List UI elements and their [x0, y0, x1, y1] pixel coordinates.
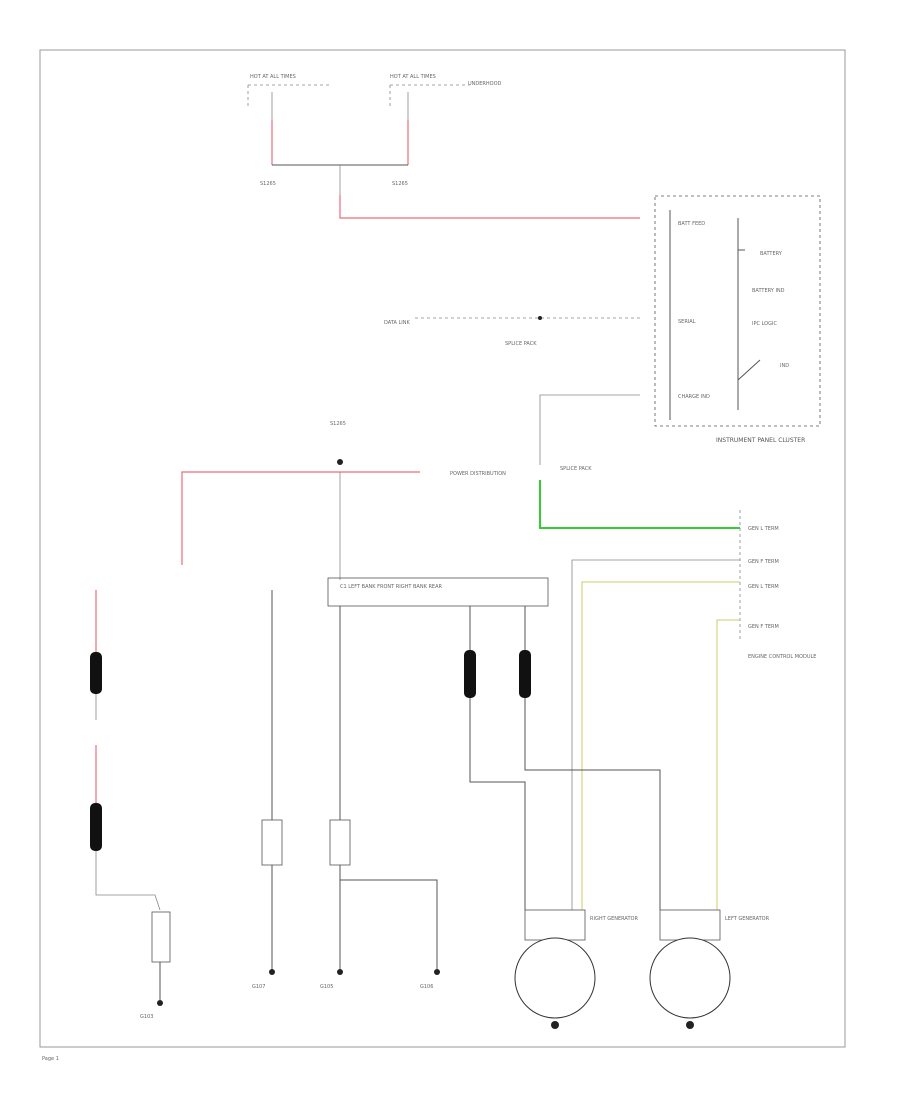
ecm-pin-3: GEN L TERM [748, 584, 779, 590]
label-hot-right: HOT AT ALL TIMES [390, 74, 436, 80]
ground-g107 [269, 969, 275, 975]
sensor-g107 [261, 819, 283, 866]
ground-g106 [434, 969, 440, 975]
ipc-label-ind: IND [780, 363, 789, 369]
wire-ecm-gen-3 [716, 619, 740, 910]
ground-g105 [337, 969, 343, 975]
gen-right-terminals [524, 909, 586, 941]
label-watermark: Page 1 [42, 1056, 59, 1062]
wire-gen-right-low [469, 698, 526, 910]
label-underhood: UNDERHOOD [468, 81, 502, 87]
wire-center-branch [340, 879, 438, 970]
wire-red-left-feed [181, 471, 340, 565]
ipc-internal-line [737, 218, 761, 410]
label-ecm: ENGINE CONTROL MODULE [748, 654, 816, 660]
label-ground-left: G103 [140, 1014, 153, 1020]
wire-ipc-feed [339, 195, 640, 219]
label-ground-3: G106 [420, 984, 433, 990]
gen-left-terminals [659, 909, 721, 941]
gen-left-ground [686, 1021, 694, 1029]
gen-right-ground [551, 1021, 559, 1029]
generator-right [514, 937, 596, 1019]
label-splice-pack: SPLICE PACK [560, 466, 592, 472]
wire-left-bottom [95, 851, 161, 911]
wire-ecm-gen-1 [571, 559, 740, 910]
ipc-label-charge: CHARGE IND [678, 394, 710, 400]
generator-left [649, 937, 731, 1019]
label-ground-1: G107 [252, 984, 265, 990]
wire-green-ecm [539, 480, 740, 529]
ipc-label-battery-sub: BATTERY IND [752, 288, 785, 294]
serial-splice-dot [538, 316, 542, 320]
fuse-left-lower [90, 803, 102, 851]
label-ipc: INSTRUMENT PANEL CLUSTER [716, 437, 805, 444]
label-serial-mid: SPLICE PACK [505, 341, 537, 347]
ipc-box [654, 195, 821, 427]
label-ground-2: G105 [320, 984, 333, 990]
label-splice: S1265 [330, 421, 346, 427]
ipc-label-serial: SERIAL [678, 319, 696, 325]
fuse-block-outline-right [389, 84, 470, 108]
wire-ipc-charge [539, 394, 640, 465]
ipc-label-logic: IPC LOGIC [752, 321, 777, 327]
diagram-frame [39, 49, 846, 1048]
label-hot-left: HOT AT ALL TIMES [250, 74, 296, 80]
fuse-block-outline-left [247, 84, 330, 108]
ecm-pin-2: GEN F TERM [748, 559, 779, 565]
label-power-dist: POWER DISTRIBUTION [450, 471, 506, 477]
ecm-pin-4: GEN F TERM [748, 624, 779, 630]
center-splice-dot [337, 459, 343, 465]
label-connector-bar: C1 LEFT BANK FRONT RIGHT BANK REAR [340, 584, 443, 590]
fuse-gen-left [519, 650, 531, 698]
ipc-label-battery: BATTERY [760, 251, 783, 257]
label-generator-right: RIGHT GENERATOR [590, 916, 638, 922]
label-generator-left: LEFT GENERATOR [725, 916, 770, 922]
ipc-label-batt: BATT FEED [678, 221, 705, 227]
fuse-gen-right [464, 650, 476, 698]
ground-left [157, 1000, 163, 1006]
fuse-left-upper [90, 652, 102, 694]
sensor-center [329, 819, 351, 866]
ecm-pin-1: GEN L TERM [748, 526, 779, 532]
label-s1: S1265 [260, 181, 276, 187]
wire-gen-left-low [524, 698, 661, 910]
label-s2: S1265 [392, 181, 408, 187]
wire-ecm-gen-2 [581, 581, 740, 910]
connector-bar [327, 577, 549, 607]
label-serial-left: DATA LINK [384, 320, 410, 326]
left-sensor-box [151, 911, 171, 963]
